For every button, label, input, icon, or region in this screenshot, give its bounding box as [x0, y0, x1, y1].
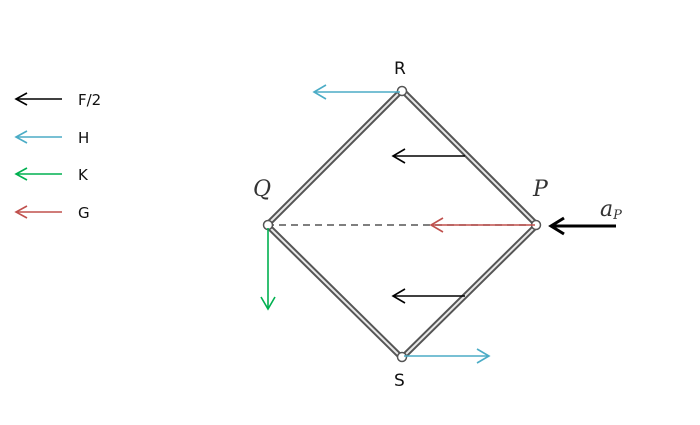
legend-arrowhead-f2: [14, 92, 28, 106]
label-s: S: [394, 371, 405, 391]
label-q: Q: [253, 177, 271, 202]
legend-arrowhead-k: [14, 167, 28, 181]
legend-arrowhead-h: [14, 130, 28, 144]
arrowhead-f2-upper: [391, 148, 406, 164]
label-r: R: [394, 59, 406, 79]
legend-arrowhead-g: [14, 205, 28, 219]
accel-symbol: a: [600, 197, 613, 222]
arrowhead-k: [260, 296, 276, 311]
legend-label-h: H: [78, 129, 89, 147]
arrowhead-h-r: [312, 84, 327, 100]
legend: F/2 H K G: [14, 91, 101, 222]
arrowhead-h-s: [476, 348, 491, 364]
label-p: P: [532, 177, 549, 202]
rods: [264, 87, 540, 361]
legend-label-g: G: [78, 204, 90, 222]
legend-label-f2: F/2: [78, 91, 101, 109]
legend-label-k: K: [78, 166, 89, 184]
label-accel: aP: [600, 197, 622, 223]
joint-s: [396, 351, 408, 363]
accel-subscript: P: [612, 208, 622, 223]
arrowhead-f2-lower: [391, 288, 406, 304]
joint-r: [396, 85, 408, 97]
arrowhead-accel-p: [548, 216, 565, 236]
arrowhead-g: [429, 217, 444, 233]
